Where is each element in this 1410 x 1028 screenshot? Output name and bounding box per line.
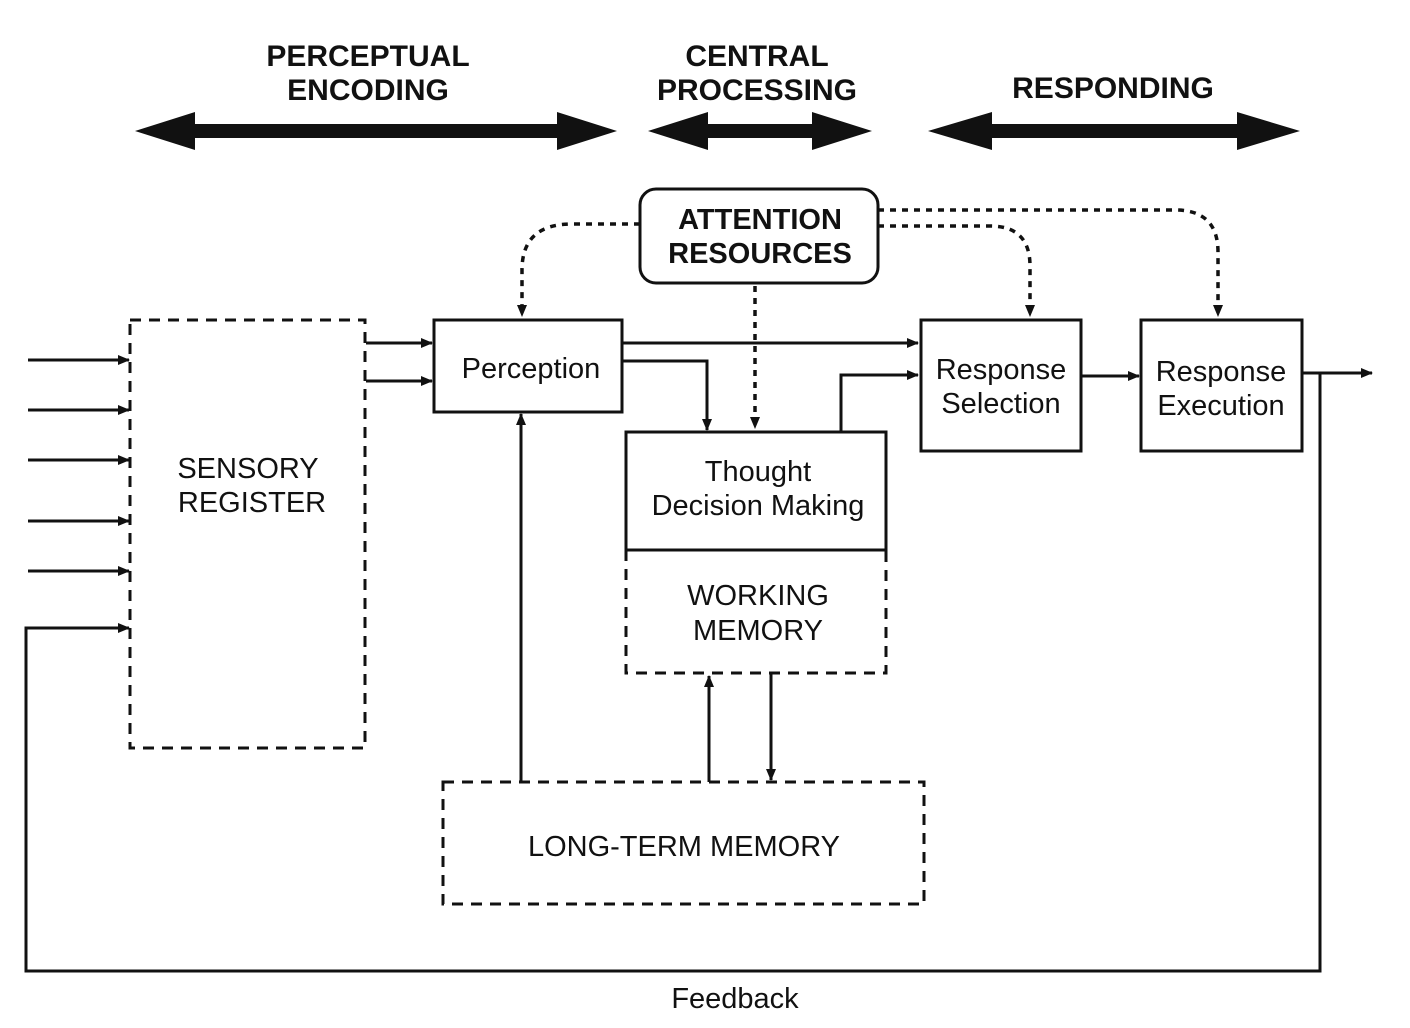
response-execution-line2: Execution xyxy=(1157,390,1284,422)
long-term-memory-box xyxy=(441,780,926,906)
stage-label-perceptual-line1: PERCEPTUAL xyxy=(266,40,469,73)
perception-label: Perception xyxy=(462,353,601,385)
perceptual-encoding-arrow xyxy=(135,112,617,150)
thought-decision-making-box xyxy=(624,430,888,552)
responding-arrow xyxy=(928,112,1300,150)
stage-label-perceptual-line2: ENCODING xyxy=(287,74,449,107)
thought-line2: Decision Making xyxy=(652,490,865,522)
attention-resources-line1: ATTENTION xyxy=(678,204,842,236)
attention-resources-box xyxy=(638,187,880,285)
stage-label-central-line1: CENTRAL xyxy=(685,40,828,73)
working-memory-line1: WORKING xyxy=(687,580,829,612)
feedback-loop-arrow xyxy=(24,373,1322,973)
stage-label-responding: RESPONDING xyxy=(1012,72,1214,105)
response-execution-box xyxy=(1139,318,1304,453)
attention-to-response-execution-arrow xyxy=(878,208,1223,317)
long-term-memory-label: LONG-TERM MEMORY xyxy=(528,831,840,863)
sensory-register-box xyxy=(128,318,367,750)
thought-to-response-selection-arrow xyxy=(839,370,919,432)
response-selection-line1: Response xyxy=(936,354,1067,386)
attention-resources-line2: RESOURCES xyxy=(668,238,852,270)
response-selection-box xyxy=(919,318,1083,453)
working-memory-box xyxy=(624,550,888,675)
response-selection-line2: Selection xyxy=(941,388,1060,420)
response-execution-line1: Response xyxy=(1156,356,1287,388)
sensory-register-line1: SENSORY xyxy=(177,453,318,485)
sensory-register-line2: REGISTER xyxy=(178,487,326,519)
perception-to-thought-arrow xyxy=(623,359,712,431)
attention-to-response-selection-arrow xyxy=(878,224,1035,317)
stage-label-central-line2: PROCESSING xyxy=(657,74,857,107)
feedback-label: Feedback xyxy=(671,983,799,1015)
central-processing-arrow xyxy=(648,112,872,150)
attention-to-perception-arrow xyxy=(517,222,640,317)
working-memory-line2: MEMORY xyxy=(693,615,823,647)
thought-line1: Thought xyxy=(705,456,811,488)
perception-box xyxy=(432,318,624,414)
